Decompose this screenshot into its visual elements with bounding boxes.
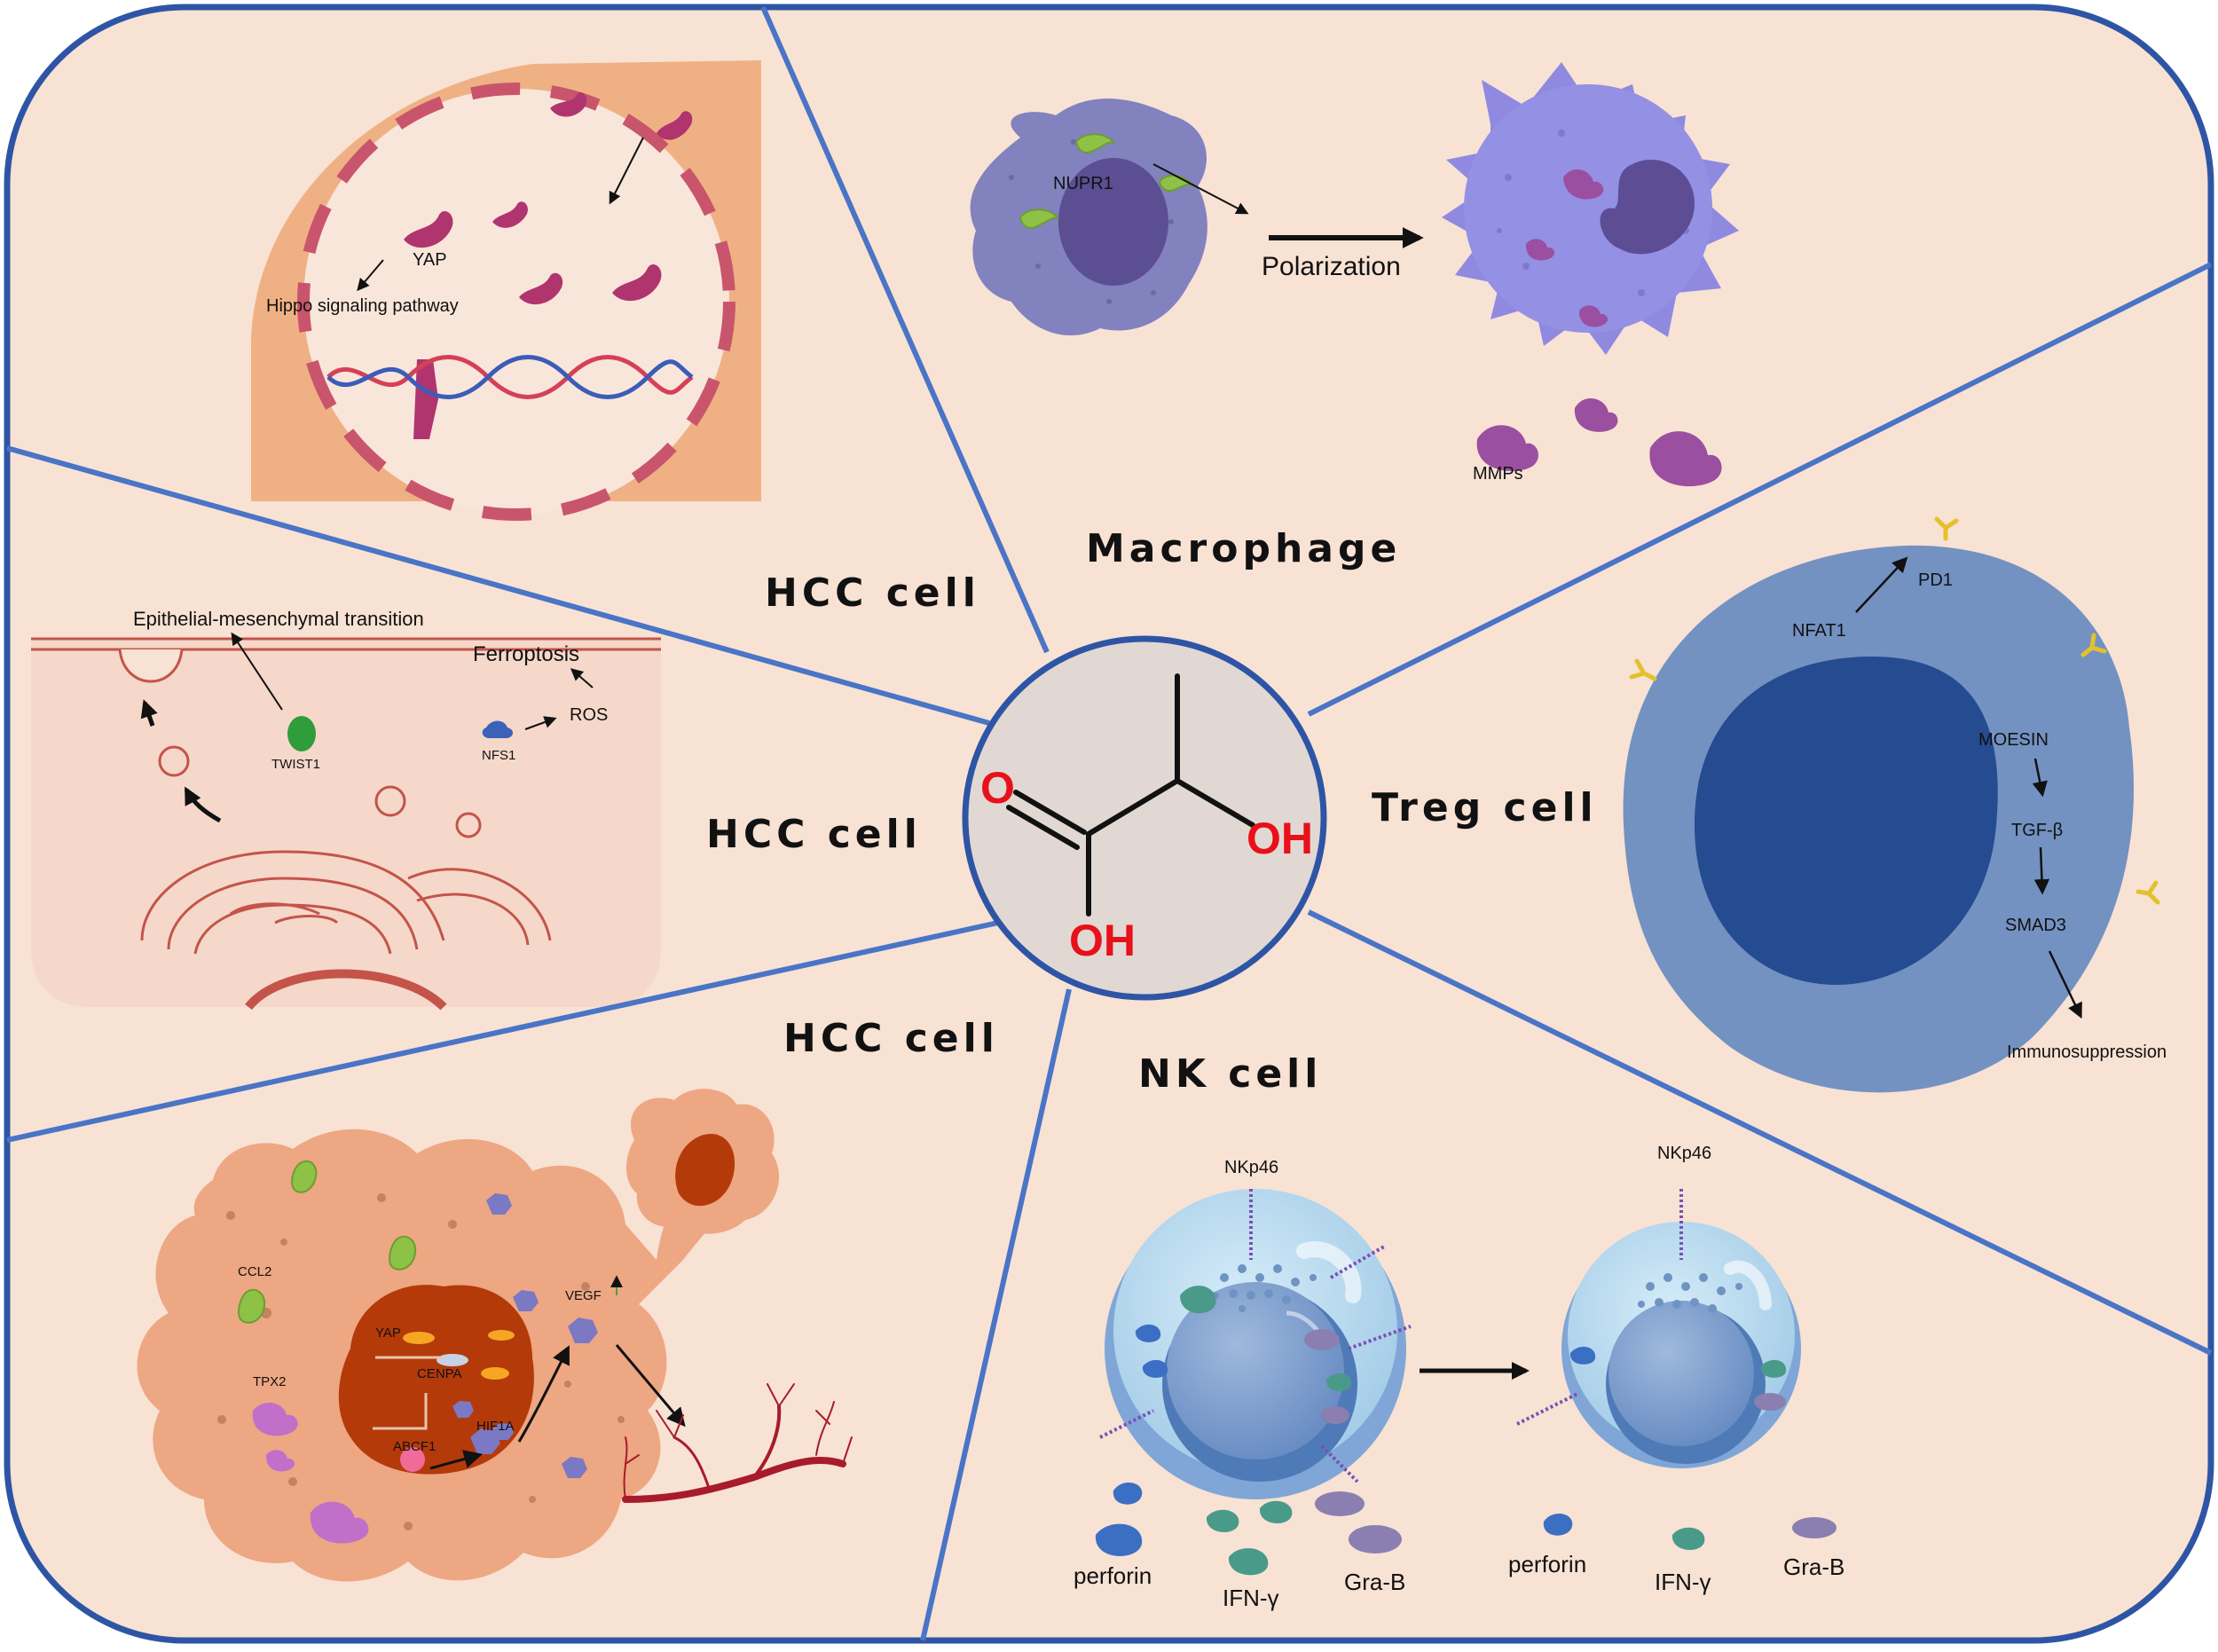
hippo-pathway-label: Hippo signaling pathway [266, 296, 459, 316]
moesin-label: MOESIN [1978, 730, 2049, 750]
treg-title: Treg cell [1372, 785, 1598, 830]
hcc-top-title: HCC cell [765, 570, 980, 616]
hcc-mid-illustration: Epithelial-mesenchymal transition Ferrop… [31, 608, 661, 1011]
yap-label-bottom: YAP [375, 1326, 401, 1341]
lactic-acid-molecule: OH OH O [962, 635, 1327, 1001]
nk-illustration: NKp46 NKp46 perforin IFN-γ Gra-B perfori… [1074, 1144, 1844, 1611]
mmps-label: MMPs [1473, 464, 1523, 484]
hcc-bottom-illustration: CCL2 TPX2 YAP CENPA ABCF1 HIF1A VEGF [137, 1089, 853, 1582]
cenpa-label: CENPA [417, 1366, 462, 1381]
vegf-label: VEGF [565, 1288, 602, 1303]
pd1-label: PD1 [1918, 570, 1953, 590]
macrophage-illustration: NUPR1 Polarization MMPs [970, 62, 1739, 487]
nfs1-label: NFS1 [482, 748, 515, 763]
ros-label: ROS [570, 705, 608, 725]
hif1a-label: HIF1A [476, 1419, 515, 1434]
ifng-left-label: IFN-γ [1223, 1585, 1279, 1611]
smad3-label: SMAD3 [2005, 916, 2066, 935]
nkp46-left-label: NKp46 [1224, 1158, 1278, 1177]
nfat1-label: NFAT1 [1792, 621, 1846, 641]
tgfb-label: TGF-β [2011, 821, 2063, 840]
hcc-mid-title: HCC cell [706, 812, 922, 857]
emt-label: Epithelial-mesenchymal transition [133, 608, 424, 630]
ferroptosis-label: Ferroptosis [473, 642, 579, 666]
yap-label: YAP [413, 250, 447, 270]
carbonyl-o-label: O [980, 763, 1015, 813]
polarization-label: Polarization [1262, 252, 1401, 281]
immunosuppression-label: Immunosuppression [2007, 1042, 2167, 1062]
grab-left-label: Gra-B [1344, 1569, 1405, 1595]
nupr1-label: NUPR1 [1053, 174, 1113, 193]
perforin-right-label: perforin [1508, 1551, 1586, 1577]
section-dividers [6, 5, 2213, 1641]
carboxyl-oh-label: OH [1069, 916, 1136, 965]
hcc-top-illustration: YAP Hippo signaling pathway [251, 60, 761, 521]
grab-right-label: Gra-B [1783, 1554, 1844, 1580]
nk-title: NK cell [1138, 1051, 1322, 1097]
ccl2-label: CCL2 [238, 1264, 271, 1279]
macrophage-title: Macrophage [1086, 526, 1401, 571]
tpx2-label: TPX2 [253, 1374, 287, 1389]
nkp46-right-label: NKp46 [1657, 1144, 1711, 1163]
abcf1-label: ABCF1 [393, 1439, 436, 1454]
treg-illustration: PD1 NFAT1 MOESIN TGF-β SMAD3 Immunosuppr… [1623, 516, 2167, 1093]
hydroxyl-label: OH [1247, 814, 1313, 863]
ifng-right-label: IFN-γ [1655, 1569, 1711, 1595]
perforin-left-label: perforin [1074, 1562, 1152, 1589]
hcc-bottom-title: HCC cell [783, 1016, 999, 1061]
twist1-label: TWIST1 [271, 757, 320, 772]
